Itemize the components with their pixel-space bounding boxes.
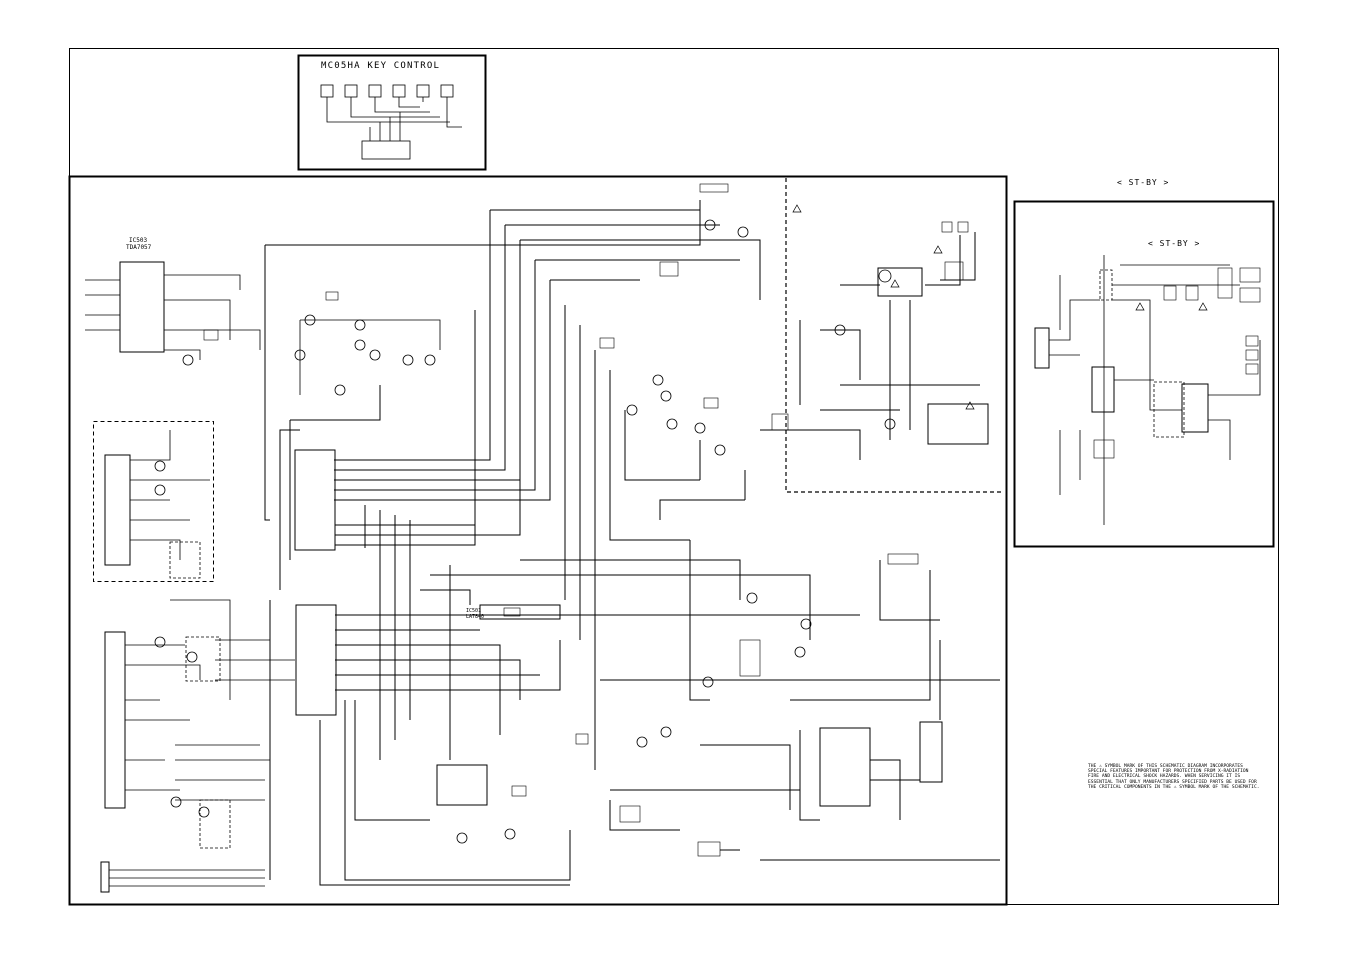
ic801-body — [927, 403, 989, 445]
wiring-buses — [264, 200, 1000, 886]
standby-box — [1013, 200, 1275, 548]
ic-bodies — [100, 261, 1209, 893]
ic501-ref: IC501 — [466, 608, 481, 614]
power-dashed-region — [785, 178, 1004, 493]
connector-right — [919, 721, 943, 783]
standby-outer-label: < ST-BY > — [1117, 178, 1169, 187]
audio-ic-body — [436, 764, 488, 806]
dashed-subboxes — [169, 269, 1185, 849]
safety-notes: THE ⚠ SYMBOL MARK OF THIS SCHEMATIC DIAG… — [1088, 764, 1260, 790]
bottom-connector — [100, 861, 110, 893]
bridge-rectifier — [877, 267, 923, 297]
jungle-ic-body — [294, 449, 336, 551]
ic503-body — [119, 261, 165, 353]
transistors — [154, 219, 896, 844]
ic503-ref: IC503 — [129, 237, 147, 244]
main-board-box — [68, 175, 1008, 906]
ic501-body — [479, 604, 561, 620]
tuner-dashed-region — [93, 421, 214, 582]
av-connector-body — [104, 631, 126, 809]
ic503-part: TDA7057 — [126, 244, 152, 251]
key-control-box — [297, 54, 487, 171]
passive-components — [203, 183, 1261, 857]
note-line: THE CRITICAL COMPONENTS IN THE ⚠ SYMBOL … — [1088, 784, 1260, 790]
key-control-title: MC05HA KEY CONTROL — [321, 61, 440, 71]
standby-wiring — [1049, 255, 1261, 525]
note-line: FIRE AND ELECTRICAL SHOCK HAZARDS. WHEN … — [1088, 774, 1241, 780]
ic501-part: LA7840 — [466, 614, 484, 620]
standby-ic — [1181, 383, 1209, 433]
standby-connector — [1034, 327, 1050, 369]
standby-inner-label: < ST-BY > — [1148, 239, 1200, 248]
warning-marks — [792, 204, 1208, 410]
note-line: ESSENTIAL THAT ONLY MANUFACTURERS SPECIF… — [1088, 779, 1257, 785]
note-line: THE ⚠ SYMBOL MARK OF THIS SCHEMATIC DIAG… — [1088, 764, 1243, 769]
key-switches — [320, 84, 462, 160]
note-line: SPECIAL FEATURES IMPORTANT FOR PROTECTIO… — [1088, 769, 1249, 775]
tuner-body — [104, 454, 131, 566]
standby-regulator — [1091, 366, 1115, 413]
micom-ic-body — [295, 604, 337, 716]
deflection-ic-body — [819, 727, 871, 807]
left-wiring — [85, 274, 441, 887]
